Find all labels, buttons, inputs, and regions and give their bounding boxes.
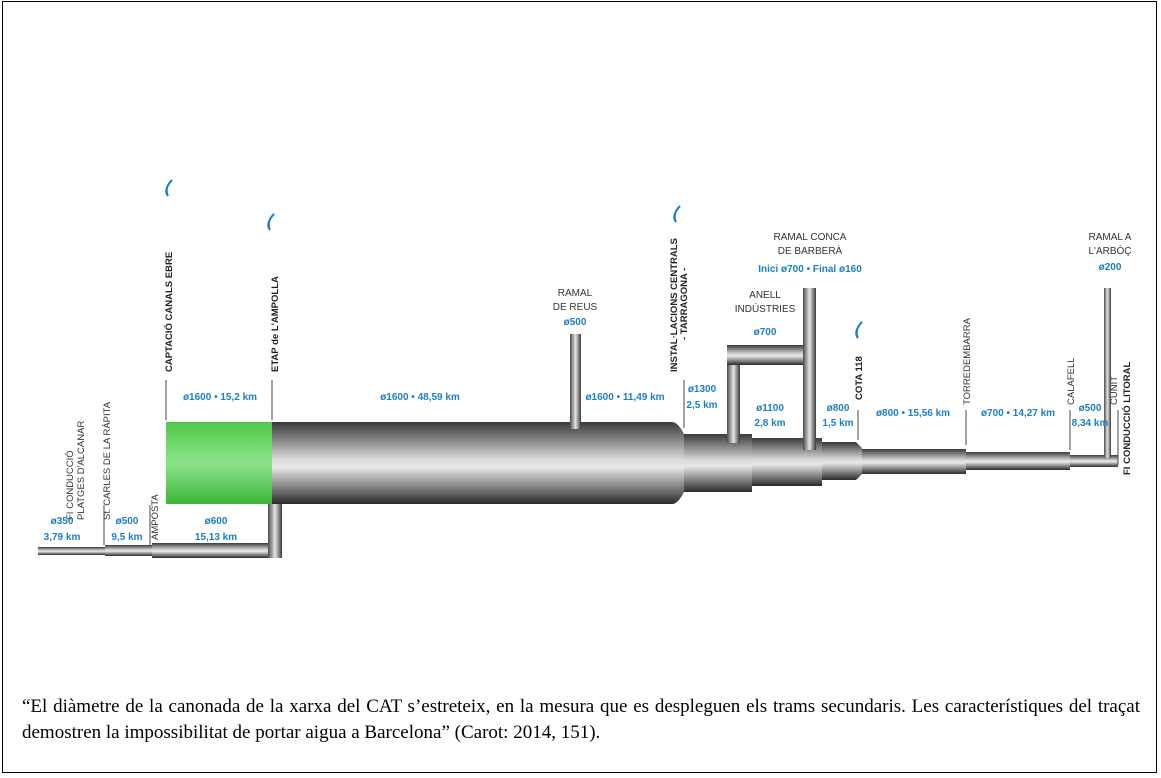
branch-conca-diameter: Inici ø700 • Final ø160 [758, 264, 862, 275]
station-amposta: AMPOSTA [150, 494, 161, 540]
segment-label: ø500 [116, 516, 139, 527]
drop-icon [673, 205, 681, 223]
segment-label: 8,34 km [1072, 418, 1109, 429]
segment-label: ø350 [51, 516, 74, 527]
branch-arboc-diameter: ø200 [1099, 262, 1122, 273]
segment-label: 15,13 km [195, 532, 237, 543]
segment-label: ø1600 • 48,59 km [380, 392, 460, 403]
segment-label: 2,8 km [754, 418, 785, 429]
station-captacio: CAPTACIÓ CANALS EBRE [163, 252, 175, 372]
pipe-1600-main [272, 422, 684, 504]
segment-label: 1,5 km [822, 418, 853, 429]
segment-label: ø700 • 14,27 km [981, 408, 1055, 419]
branch-reus-label-2: DE REUS [553, 302, 598, 313]
branch-reus-diameter: ø500 [564, 317, 587, 328]
segment-label: ø500 [1079, 403, 1102, 414]
branch-arboc [1104, 288, 1111, 458]
station-cota-118: COTA 118 [854, 356, 865, 400]
segment-label: ø1100 [756, 403, 784, 414]
branch-arboc-label-2: L'ARBÒÇ [1088, 244, 1131, 257]
station-carles-rapita: St. CARLES DE LA RÀPITA [102, 401, 113, 520]
pipeline-diagram: FI CONDUCCIÓ PLATGES D'ALCANAR St. CARLE… [38, 179, 1133, 558]
segment-label: 3,79 km [44, 532, 81, 543]
segment-label: 2,5 km [686, 400, 717, 411]
pipe-1300 [684, 434, 752, 492]
pipe-700 [966, 452, 1070, 470]
segment-label: ø1300 [688, 384, 717, 395]
station-ticks [103, 380, 1119, 545]
pipe-800 [862, 449, 966, 474]
branch-anell-diameter: ø700 [754, 327, 777, 338]
branch-conca-label-2: DE BARBERÀ [778, 244, 843, 257]
station-etap: ETAP de L'AMPOLLA [270, 276, 281, 372]
station-torredembarra: TORREDEMBARRA [962, 317, 973, 405]
drop-icon [855, 321, 863, 339]
pipe-500-a [105, 545, 153, 556]
branch-reus [570, 334, 581, 429]
station-instal-centrals: INSTAL·LACIONS CENTRALS [669, 238, 680, 372]
station-tarragona: - TARRAGONA - [679, 268, 690, 340]
branch-reus-label-1: RAMAL [558, 288, 593, 299]
branch-anell-left [727, 348, 740, 443]
drop-icon [267, 213, 275, 231]
drop-icon [165, 179, 173, 197]
segment-label: ø800 [827, 403, 850, 414]
branch-anell-top [727, 345, 809, 365]
pipe-350 [38, 547, 108, 555]
pipe-600 [152, 543, 282, 558]
pipe-600-riser [268, 495, 282, 558]
branch-conca [803, 288, 816, 450]
station-calafell: CALAFELL [1066, 357, 1077, 405]
station-fi-conduccio-litoral: FI CONDUCCIÓ LITORAL [1121, 362, 1133, 475]
figure-caption: “El diàmetre de la canonada de la xarxa … [22, 696, 1140, 743]
segment-label: ø800 • 15,56 km [876, 408, 950, 419]
branch-anell-label-1: ANELL [749, 290, 781, 301]
pipe-800-step [822, 442, 862, 480]
pipe-green-section [166, 422, 272, 504]
station-platges-alcanar: PLATGES D'ALCANAR [76, 421, 87, 520]
station-cunit: CUNIT [1109, 376, 1120, 405]
segment-label: ø600 [205, 516, 228, 527]
branch-arboc-label-1: RAMAL A [1089, 232, 1132, 243]
branch-conca-label-1: RAMAL CONCA [774, 232, 847, 243]
segment-label: 9,5 km [111, 532, 142, 543]
station-fi-conduccio-alcanar: FI CONDUCCIÓ [65, 450, 76, 520]
segment-label: ø1600 • 15,2 km [183, 392, 257, 403]
branch-anell-label-2: INDÚSTRIES [735, 302, 796, 315]
segment-label: ø1600 • 11,49 km [585, 392, 664, 403]
